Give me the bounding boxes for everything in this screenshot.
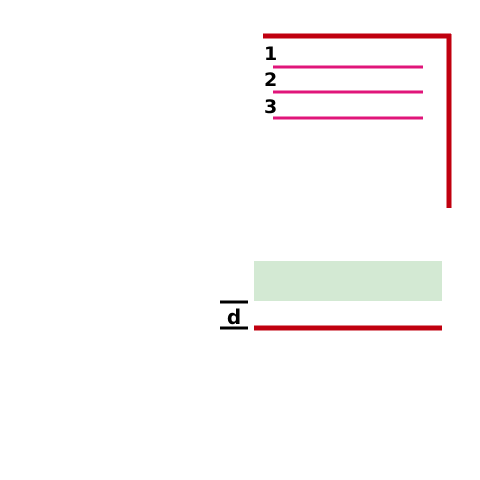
- line-number-2: 2: [264, 69, 277, 91]
- line-number-1: 1: [264, 43, 277, 65]
- line-number-3: 3: [264, 96, 277, 118]
- green-band: [254, 261, 442, 301]
- d-label: d: [227, 305, 241, 329]
